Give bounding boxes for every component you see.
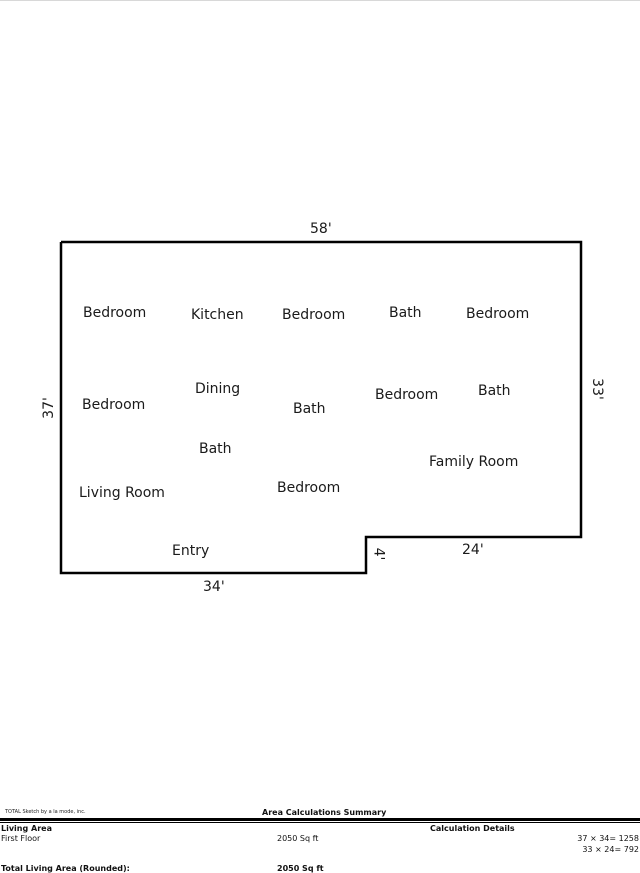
calc-details-heading: Calculation Details bbox=[430, 824, 515, 833]
room-label: Living Room bbox=[79, 485, 165, 501]
dimension-bottom-left: 34' bbox=[203, 579, 225, 595]
software-credit: TOTAL Sketch by a la mode, inc. bbox=[5, 809, 86, 815]
dimension-left: 37' bbox=[40, 397, 57, 419]
room-label: Bath bbox=[199, 441, 232, 457]
total-living-area-value: 2050 Sq ft bbox=[277, 864, 324, 873]
dimension-bottom-right: 24' bbox=[462, 542, 484, 558]
summary-title: Area Calculations Summary bbox=[262, 808, 387, 817]
room-label: Bedroom bbox=[83, 305, 147, 321]
dimension-top: 58' bbox=[310, 221, 332, 237]
room-label: Entry bbox=[172, 543, 210, 559]
summary-divider-thin bbox=[0, 822, 640, 823]
summary-divider bbox=[0, 818, 640, 821]
total-living-area-label: Total Living Area (Rounded): bbox=[1, 864, 130, 873]
first-floor-area: 2050 Sq ft bbox=[277, 834, 319, 843]
living-area-heading: Living Area bbox=[1, 824, 52, 833]
room-label: Family Room bbox=[429, 454, 519, 470]
calc-line-1: 37 × 34= 1258 bbox=[577, 834, 639, 843]
dimension-right: 33' bbox=[588, 378, 605, 400]
first-floor-label: First Floor bbox=[1, 834, 41, 843]
room-label: Bedroom bbox=[466, 306, 530, 322]
calc-line-2: 33 × 24= 792 bbox=[582, 845, 639, 854]
top-border-line bbox=[0, 0, 640, 1]
room-label: Bedroom bbox=[277, 480, 341, 496]
room-label: Dining bbox=[195, 381, 241, 397]
floor-plan-perimeter bbox=[59, 240, 583, 575]
room-label: Kitchen bbox=[191, 307, 244, 323]
room-label: Bedroom bbox=[375, 387, 439, 403]
dimension-step: 4' bbox=[370, 547, 387, 561]
room-label: Bath bbox=[389, 305, 422, 321]
room-label: Bath bbox=[293, 401, 326, 417]
room-label: Bedroom bbox=[82, 397, 146, 413]
room-label: Bath bbox=[478, 383, 511, 399]
room-label: Bedroom bbox=[282, 307, 346, 323]
